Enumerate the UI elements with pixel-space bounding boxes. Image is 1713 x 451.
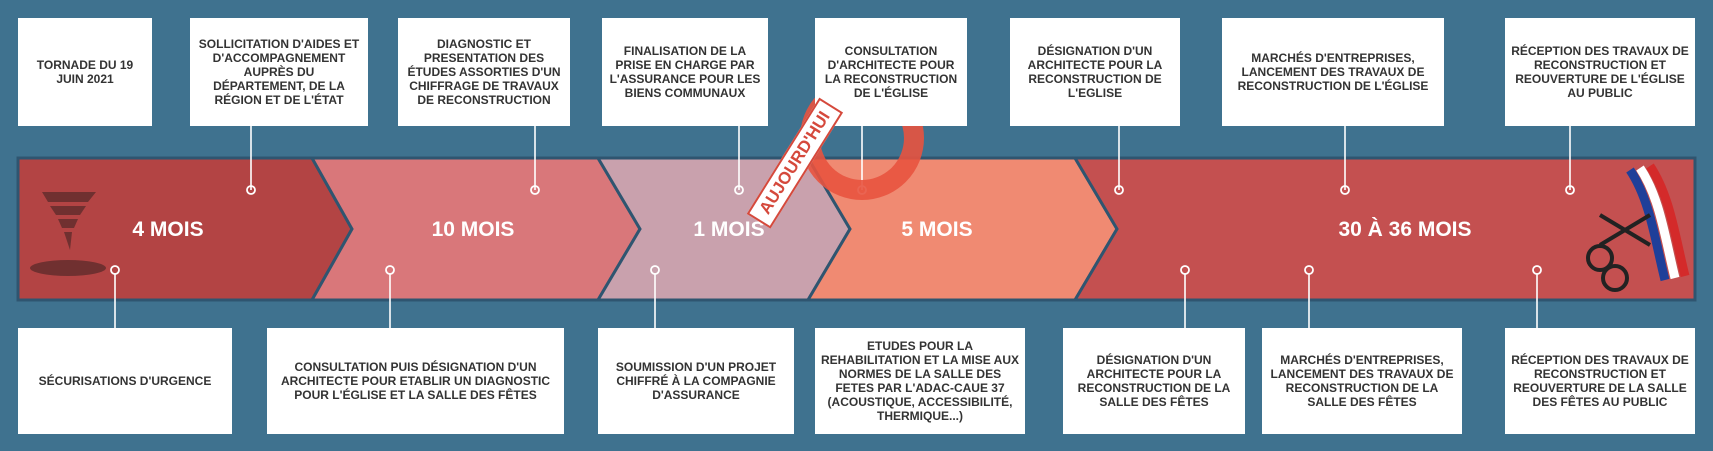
bottom-step-5: DÉSIGNATION D'UN ARCHITECTE POUR LA RECO…: [1063, 328, 1245, 434]
ribbon-scissors-icon: [1586, 163, 1690, 292]
phase-label-1: 4 MOIS: [132, 218, 204, 241]
bottom-step-6: MARCHÉS D'ENTREPRISES, LANCEMENT DES TRA…: [1262, 328, 1462, 434]
bottom-step-7: RÉCEPTION DES TRAVAUX DE RECONSTRUCTION …: [1505, 328, 1695, 434]
phase-label-3: 1 MOIS: [693, 218, 765, 241]
top-step-4: FINALISATION DE LA PRISE EN CHARGE PAR L…: [602, 18, 768, 126]
top-step-7: MARCHÉS D'ENTREPRISES, LANCEMENT DES TRA…: [1222, 18, 1444, 126]
bottom-step-4: ETUDES POUR LA REHABILITATION ET LA MISE…: [815, 328, 1025, 434]
bottom-step-2: CONSULTATION PUIS DÉSIGNATION D'UN ARCHI…: [267, 328, 564, 434]
bottom-connectors: [110, 265, 1542, 328]
top-connectors: [246, 126, 1575, 195]
top-step-8: RÉCEPTION DES TRAVAUX DE RECONSTRUCTION …: [1505, 18, 1695, 126]
tornado-icon: [30, 192, 106, 276]
top-step-1: TORNADE DU 19 JUIN 2021: [18, 18, 152, 126]
phase-label-2: 10 MOIS: [431, 218, 515, 241]
top-step-3: DIAGNOSTIC ET PRESENTATION DES ÉTUDES AS…: [398, 18, 570, 126]
top-step-6: DÉSIGNATION D'UN ARCHITECTE POUR LA RECO…: [1010, 18, 1180, 126]
bottom-step-3: SOUMISSION D'UN PROJET CHIFFRÉ À LA COMP…: [598, 328, 794, 434]
phase-label-5: 30 À 36 MOIS: [1338, 218, 1472, 241]
phase-arrow-5: [1072, 156, 1697, 302]
top-step-5: CONSULTATION D'ARCHITECTE POUR LA RECONS…: [815, 18, 967, 126]
bottom-step-1: SÉCURISATIONS D'URGENCE: [18, 328, 232, 434]
top-step-2: SOLLICITATION D'AIDES ET D'ACCOMPAGNEMEN…: [190, 18, 368, 126]
phase-label-4: 5 MOIS: [901, 218, 973, 241]
